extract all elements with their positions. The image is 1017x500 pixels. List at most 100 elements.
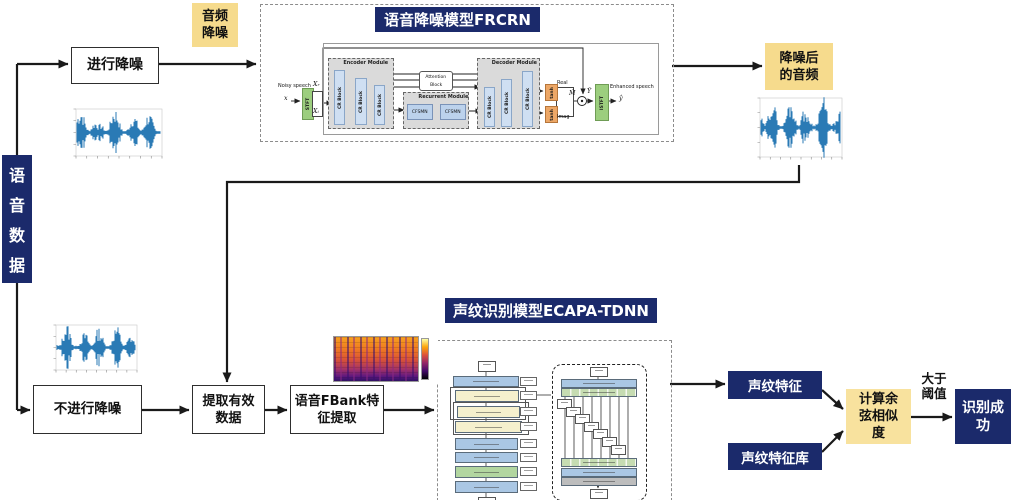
- source-char: 据: [8, 256, 25, 275]
- cr-block-label: CR Block: [504, 91, 509, 115]
- se-res2block-detail-box: [552, 364, 647, 500]
- cfsmn-block: CFSMN: [440, 104, 466, 120]
- res2-conv-node: [557, 399, 572, 409]
- cr-block-label: CR Block: [337, 86, 342, 109]
- ecapa-output-node: [478, 497, 496, 500]
- recurrent-module-title: Recurrent Module: [418, 94, 469, 100]
- spectrogram-colorbar: [421, 338, 429, 380]
- multiply-dot: [580, 99, 584, 103]
- fbank-extract-box: 语音FBank特 征提取: [290, 385, 384, 434]
- res2-conv-node: [593, 429, 608, 440]
- res2-conv-node: [602, 437, 617, 447]
- fbank-line: 语音FBank特: [294, 393, 380, 409]
- frcrn-inner-frame: [323, 43, 659, 135]
- ecapa-dim-label: [520, 391, 537, 400]
- res2-concat-row: [561, 458, 637, 467]
- stft-output-node: [312, 91, 323, 117]
- success-line: 识别成: [962, 399, 1004, 416]
- ecapa-layer-bar: [453, 376, 519, 387]
- voiceprint-feature-box: 声纹特征: [728, 371, 822, 399]
- x-input-label: x: [284, 95, 288, 102]
- no-denoise-step-box: 不进行降噪: [33, 385, 142, 434]
- decoder-module-title: Decoder Module: [491, 60, 538, 66]
- audio-denoise-line: 音频: [201, 9, 228, 24]
- res2-conv-node: [584, 421, 599, 432]
- threshold-label: 大于 阈值: [911, 371, 957, 401]
- spectrogram-image: [333, 336, 419, 382]
- tanh-label: tanh: [549, 108, 554, 121]
- y-output-label: ŷ: [619, 95, 623, 102]
- fbank-line: 征提取: [317, 410, 357, 426]
- cr-block-label: CR Block: [377, 93, 382, 117]
- cfsmn-label: CFSMN: [445, 109, 461, 115]
- threshold-line: 大于: [921, 371, 947, 386]
- cosine-line: 弦相似: [858, 409, 898, 424]
- noisy-speech-label: Noisy speech: [278, 83, 311, 89]
- cr-block: CR Block: [355, 78, 367, 125]
- frcrn-title: 语音降噪模型FRCRN: [375, 7, 540, 32]
- ecapa-dim-label: [520, 467, 537, 476]
- ecapa-skip-rect: [450, 387, 526, 420]
- denoised-audio-tag: 降噪后 的音频: [765, 43, 833, 90]
- fbank-spectrogram: [328, 330, 438, 384]
- y-spectrum-label: Ŷ: [587, 88, 592, 95]
- ecapa-dim-label: [520, 377, 537, 386]
- cr-block-label: CR Block: [358, 90, 364, 113]
- tanh-block: tanh: [545, 106, 558, 123]
- mask-label: M̂: [569, 90, 576, 97]
- attention-block: Attention Block: [419, 71, 453, 91]
- attention-line: Attention: [425, 74, 447, 80]
- ecapa-layer-bar: [455, 466, 518, 478]
- res2-split-row: [561, 388, 637, 397]
- ecapa-input-node: [478, 361, 496, 372]
- ecapa-layer-bar: [455, 481, 518, 493]
- source-char: 数: [8, 226, 25, 245]
- tanh-label: tanh: [549, 86, 554, 99]
- ecapa-dim-label: [520, 482, 537, 491]
- cfsmn-block: CFSMN: [407, 104, 433, 120]
- main-flow-arrows: [15, 59, 953, 453]
- xr-label: Xᵣ: [313, 81, 320, 88]
- denoised-waveform-plot: [749, 95, 845, 165]
- cr-block: CR Block: [522, 71, 533, 127]
- real-label: Real: [557, 80, 568, 86]
- cr-block: CR Block: [374, 85, 385, 125]
- res2-conv-bar: [561, 379, 637, 388]
- frcrn-model-box: [260, 4, 674, 142]
- denoised-audio-line: 的音频: [779, 67, 819, 83]
- cr-block-label: CR Block: [487, 95, 492, 119]
- success-line: 功: [976, 417, 990, 434]
- ecapa-layer-bar: [457, 406, 520, 418]
- cosine-similarity-box: 计算余 弦相似 度: [846, 389, 911, 444]
- res2-se-bar: [561, 477, 637, 486]
- enhanced-speech-label: Enhanced speech: [610, 84, 654, 90]
- noisy-waveform-plot: [65, 106, 165, 164]
- source-char: 语: [8, 166, 25, 185]
- res2-conv-bar: [561, 468, 637, 477]
- ecapa-layer-bar: [455, 421, 522, 433]
- ecapa-dim-label: [520, 422, 537, 431]
- ecapa-layer-bar: [455, 438, 518, 450]
- source-node: 语 音 数 据: [2, 155, 32, 283]
- res2-conv-node: [566, 406, 581, 417]
- extract-line: 提取有效: [202, 393, 255, 409]
- cr-block: CR Block: [334, 70, 345, 125]
- voiceprint-db-box: 声纹特征库: [728, 443, 822, 470]
- ecapa-title: 声纹识别模型ECAPA-TDNN: [445, 298, 657, 323]
- res2-conv-node: [575, 414, 590, 425]
- raw-waveform-plot: [45, 322, 140, 378]
- audio-denoise-line: 降噪: [201, 26, 228, 41]
- stft-label: STFT: [305, 97, 311, 111]
- res2-input-node: [590, 367, 608, 377]
- denoise-step-box: 进行降噪: [71, 47, 159, 84]
- complex-merge-node: [556, 87, 574, 117]
- extract-data-box: 提取有效 数据: [192, 385, 265, 434]
- imag-label: Imag: [557, 114, 570, 120]
- denoised-audio-line: 降噪后: [779, 50, 819, 66]
- cfsmn-label: CFSMN: [412, 109, 428, 115]
- audio-denoise-tag: 音频 降噪: [192, 3, 238, 47]
- ecapa-dim-label: [520, 439, 537, 448]
- xi-label: Xᵢ: [313, 108, 319, 115]
- recognition-success-box: 识别成 功: [955, 389, 1011, 444]
- istft-label: ISTFT: [599, 95, 605, 110]
